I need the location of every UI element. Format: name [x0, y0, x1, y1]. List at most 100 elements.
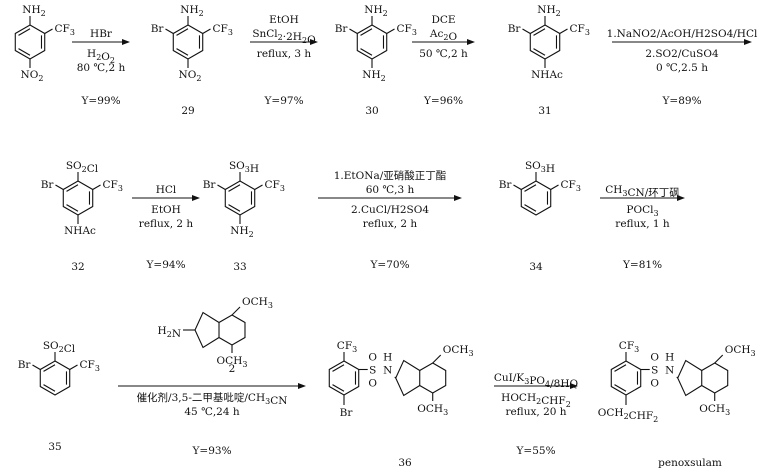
s9-above-0: CuI/K3PO4/8HQ [494, 372, 579, 390]
s3-yield: Y=96% [423, 95, 463, 107]
c2-triazole-ring [194, 311, 220, 349]
c32-number: 32 [71, 261, 84, 273]
c36-triazole-ring [395, 359, 421, 397]
c30-ring [356, 24, 388, 60]
c36-ome-bottom: OCH3 [417, 403, 448, 417]
s6-below-0: 2.CuCl/H2SO4 [351, 204, 429, 216]
c36-ome-top-bond [432, 354, 442, 364]
c34-double-bond [524, 184, 537, 192]
c36-h: H [383, 352, 392, 364]
c36-ring [328, 360, 360, 396]
c31-right-label: CF3 [570, 23, 590, 37]
penoxsulam-name: penoxsulam [658, 457, 722, 469]
c33-double-bond [228, 204, 241, 212]
c34-double-bond [524, 204, 537, 212]
c29-double-bond [176, 28, 189, 36]
s9-below-0: HOCH2CHF2 [501, 392, 571, 409]
arrow-layer [72, 39, 752, 389]
s7-yield: Y=81% [622, 259, 662, 271]
sm-double-bond [18, 28, 31, 36]
c32-bond-right [92, 184, 101, 190]
c31-double-bond [533, 28, 546, 36]
s5-below-1: reflux, 2 h [139, 218, 194, 230]
sm-double-bond [18, 48, 31, 56]
c32-double-bond [66, 204, 79, 212]
penoxsulam-h: H [665, 352, 674, 364]
c30-bottom-label: NH2 [362, 69, 385, 83]
c31-bond-right [559, 28, 568, 34]
penoxsulam-cf3: CF3 [619, 340, 639, 354]
penoxsulam-nh-link-bond [676, 376, 679, 379]
s1-below-1: 80 ℃,2 h [77, 62, 126, 74]
s8-below-0: 催化剂/3,5-二甲基吡啶/CH3CN [137, 391, 288, 407]
sm-ring [14, 24, 46, 60]
penoxsulam-pyrimidine-ring [701, 362, 729, 394]
c31-ring [529, 24, 561, 60]
penoxsulam-ring [610, 360, 642, 396]
c36-double-bond [332, 384, 345, 392]
c29-bond-right [202, 28, 211, 34]
s8-below-1: 45 ℃,24 h [184, 406, 240, 418]
s6-arrowhead [454, 195, 462, 201]
c33-left-label: Br [203, 179, 217, 191]
c32-left-label: Br [41, 179, 55, 191]
c35-bond-right [69, 364, 78, 370]
s1-yield: Y=99% [80, 95, 120, 107]
c36-s: S [369, 365, 376, 377]
c29-left-label: Br [151, 23, 165, 35]
s6-above-0: 1.EtONa/亚硝酸正丁酯 [334, 169, 447, 182]
penoxsulam-o-top: O [650, 352, 659, 364]
penoxsulam-bottom-sub: OCH2CHF2 [598, 407, 658, 424]
s3-arrowhead [467, 39, 475, 45]
c33-ring [224, 180, 256, 216]
c35-bond-left [32, 364, 41, 370]
s7-below-1: reflux, 1 h [615, 218, 670, 230]
s6-below-1: reflux, 2 h [363, 218, 418, 230]
penoxsulam-ome-top-bond [714, 354, 724, 364]
penoxsulam-double-bond [614, 364, 627, 372]
s4-below-0: 2.SO2/CuSO4 [645, 48, 719, 60]
c31-bottom-label: NHAc [531, 69, 563, 81]
c2-ome-top-bond [231, 306, 241, 316]
c29-top-label: NH2 [180, 4, 203, 18]
c29-double-bond [176, 48, 189, 56]
s7-below-0: POCl3 [626, 204, 658, 218]
c33-right-label: CF3 [265, 179, 285, 193]
c35-ring [39, 360, 71, 396]
s5-arrowhead [192, 195, 200, 201]
c35-number: 35 [48, 441, 61, 453]
c34-bond-left [513, 184, 522, 190]
c30-left-label: Br [335, 23, 349, 35]
s1-below-0: H2O2 [87, 48, 115, 65]
s9-below-1: reflux, 20 h [505, 406, 566, 418]
c33-number: 33 [233, 261, 246, 273]
c31-number: 31 [538, 105, 551, 117]
c29-right-label: CF3 [213, 23, 233, 37]
sm-top-label: NH2 [22, 4, 45, 18]
c35-left-label: Br [18, 359, 32, 371]
c36-o-top: O [368, 352, 377, 364]
c29-bond-left [165, 28, 174, 34]
c32-top-label: SO2Cl [66, 160, 99, 175]
c30-bond-left [349, 28, 358, 34]
s5-below-0: EtOH [151, 204, 181, 216]
c36-pyrimidine-ring [419, 362, 447, 394]
penoxsulam-s: S [651, 365, 658, 377]
c33-bond-right [254, 184, 263, 190]
s8-arrowhead [298, 383, 306, 389]
c33-double-bond [228, 184, 241, 192]
c33-top-label: SO3H [229, 160, 259, 175]
s9-yield: Y=55% [515, 445, 555, 457]
c34-left-label: Br [499, 179, 513, 191]
c34-right-label: CF3 [561, 179, 581, 193]
c2-pyrimidine-ring [218, 314, 246, 346]
penoxsulam-n: N [665, 365, 674, 377]
c34-number: 34 [529, 261, 543, 273]
c34-ring [520, 180, 552, 216]
s4-below-1: 0 ℃,2.5 h [656, 62, 708, 74]
c33-bond-left [217, 184, 226, 190]
c34-bond-right [550, 184, 559, 190]
c30-top-label: NH2 [364, 4, 387, 18]
s3-below-0: 50 ℃,2 h [419, 48, 468, 60]
